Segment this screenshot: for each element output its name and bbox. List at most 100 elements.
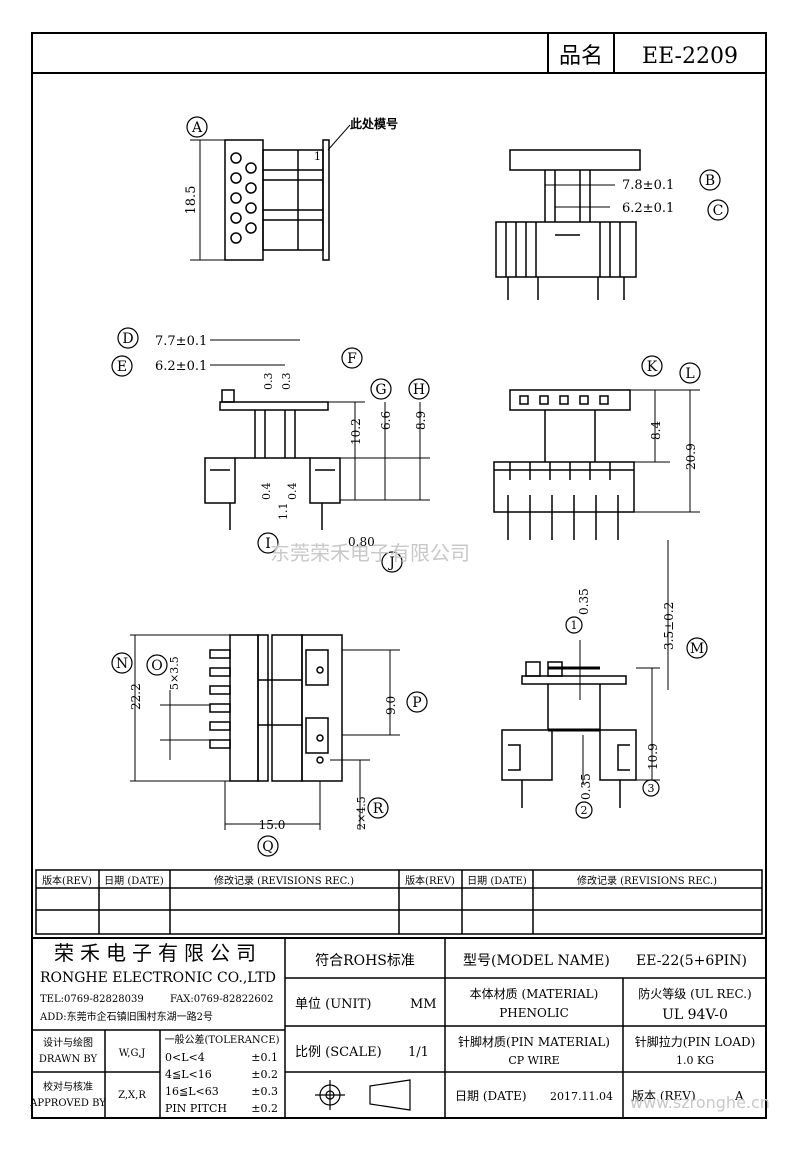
tol-range-4: PIN PITCH bbox=[165, 1102, 227, 1115]
svg-text:K: K bbox=[647, 359, 658, 375]
material-value: PHENOLIC bbox=[499, 1006, 569, 1020]
dim-l: 20.9 bbox=[684, 443, 698, 470]
section-view bbox=[204, 339, 430, 530]
callout-j: J bbox=[381, 551, 403, 573]
circled-num-2: 2 bbox=[575, 801, 593, 819]
svg-text:N: N bbox=[116, 656, 128, 672]
svg-text:Q: Q bbox=[262, 839, 273, 855]
revision-table bbox=[35, 869, 763, 935]
dim-s2: 0.35 bbox=[579, 773, 593, 800]
approver-value: Z,X,R bbox=[118, 1090, 146, 1101]
svg-text:M: M bbox=[690, 641, 704, 657]
dim-b: 7.8±0.1 bbox=[622, 178, 674, 193]
dim-s3: 10.9 bbox=[646, 743, 660, 770]
rec-header-1: 修改记录 (REVISIONS REC.) bbox=[214, 874, 354, 887]
svg-text:E: E bbox=[117, 359, 127, 375]
dim-h1: 6.6 bbox=[379, 411, 393, 430]
website-watermark: www.szronghe.cn bbox=[630, 1093, 770, 1112]
rev-header-2: 版本(REV) bbox=[405, 874, 455, 887]
name-label: 品名 bbox=[559, 44, 603, 69]
callout-g: G bbox=[370, 378, 392, 400]
callout-b: B bbox=[699, 169, 721, 191]
svg-text:J: J bbox=[387, 555, 395, 571]
dim-d: 7.7±0.1 bbox=[155, 334, 207, 349]
title-block bbox=[32, 937, 766, 1118]
company-name-cn: 荣禾电子有限公司 bbox=[54, 941, 262, 965]
tolerance-title: 一般公差(TOLERANCE) bbox=[164, 1033, 279, 1046]
svg-text:D: D bbox=[122, 331, 133, 347]
callout-l: L bbox=[679, 362, 701, 384]
dim-s1: 0.35 bbox=[577, 588, 591, 615]
top-end-view bbox=[495, 149, 641, 300]
dim-i-1: 1.1 bbox=[277, 503, 290, 521]
svg-text:F: F bbox=[347, 351, 357, 367]
dim-a: 18.5 bbox=[184, 186, 199, 215]
top-side-view bbox=[190, 124, 351, 261]
tol-value-2: ±0.2 bbox=[251, 1068, 278, 1081]
svg-text:O: O bbox=[151, 658, 162, 674]
tol-range-2: 4≦L<16 bbox=[165, 1068, 212, 1081]
approver-label-cn: 校对与核准 bbox=[43, 1080, 93, 1093]
date-header-1: 日期 (DATE) bbox=[104, 875, 164, 887]
fire-value: UL 94V-0 bbox=[662, 1007, 728, 1023]
svg-text:A: A bbox=[191, 120, 203, 136]
callout-n: N bbox=[111, 652, 133, 674]
dim-c: 6.2±0.1 bbox=[622, 201, 674, 216]
dim-i-04b: 0.4 bbox=[286, 483, 299, 501]
dim-r: 2×4.5 bbox=[355, 796, 368, 830]
rec-header-2: 修改记录 (REVISIONS REC.) bbox=[577, 874, 717, 887]
rohs-label: 符合ROHS标准 bbox=[315, 953, 415, 969]
callout-f: F bbox=[341, 347, 363, 369]
dim-q: 15.0 bbox=[259, 818, 286, 832]
svg-text:R: R bbox=[373, 801, 384, 817]
model-name-label: 型号(MODEL NAME) bbox=[463, 953, 610, 969]
tol-value-4: ±0.2 bbox=[251, 1102, 278, 1115]
svg-text:1: 1 bbox=[571, 619, 578, 632]
company-name-en: RONGHE ELECTRONIC CO.,LTD bbox=[40, 970, 276, 986]
circled-num-1: 1 bbox=[565, 616, 583, 634]
unit-value: MM bbox=[410, 997, 437, 1012]
company-fax: FAX:0769-82822602 bbox=[170, 994, 274, 1005]
approver-label-en: APPROVED BY bbox=[29, 1098, 106, 1109]
callout-o: O bbox=[146, 654, 168, 676]
tol-range-3: 16≦L<63 bbox=[165, 1085, 219, 1098]
model-number: EE-2209 bbox=[642, 44, 738, 69]
svg-text:3: 3 bbox=[648, 782, 655, 795]
callout-r: R bbox=[367, 797, 389, 819]
model-name-value: EE-22(5+6PIN) bbox=[636, 953, 747, 969]
callout-d: D bbox=[117, 327, 139, 349]
dim-j: 0.80 bbox=[348, 535, 375, 549]
projection-symbol bbox=[315, 1079, 411, 1111]
material-label: 本体材质 (MATERIAL) bbox=[470, 987, 599, 1001]
dim-m: 3.5±0.2 bbox=[662, 602, 676, 650]
dim-n: 22.2 bbox=[129, 683, 143, 710]
dim-i-04a: 0.4 bbox=[260, 483, 273, 501]
outer-frame bbox=[31, 32, 767, 1119]
date-header-2: 日期 (DATE) bbox=[467, 875, 527, 887]
dim-o: 5×3.5 bbox=[168, 656, 181, 690]
pin-material-value: CP WIRE bbox=[508, 1054, 559, 1067]
date-value: 2017.11.04 bbox=[550, 1090, 613, 1103]
scale-label: 比例 (SCALE) bbox=[295, 1045, 382, 1060]
callout-k: K bbox=[641, 355, 663, 377]
svg-text:L: L bbox=[685, 366, 694, 382]
dim-h2: 8.9 bbox=[414, 411, 428, 430]
scale-value: 1/1 bbox=[408, 1045, 429, 1060]
cross-section-view bbox=[501, 640, 660, 808]
front-view bbox=[493, 389, 700, 690]
designer-label-cn: 设计与绘图 bbox=[43, 1036, 93, 1049]
watermark: 东莞荣禾电子有限公司 bbox=[270, 541, 470, 565]
svg-text:I: I bbox=[265, 536, 271, 552]
unit-label: 单位 (UNIT) bbox=[295, 997, 371, 1012]
rev-header-1: 版本(REV) bbox=[42, 874, 92, 887]
designer-label-en: DRAWN BY bbox=[39, 1054, 98, 1065]
tol-value-1: ±0.1 bbox=[251, 1051, 278, 1064]
designer-value: W,G,J bbox=[119, 1048, 146, 1059]
tol-value-3: ±0.3 bbox=[251, 1085, 278, 1098]
callout-a: A bbox=[186, 116, 208, 138]
svg-text:P: P bbox=[412, 695, 421, 711]
svg-text:G: G bbox=[375, 382, 386, 398]
callout-h: H bbox=[408, 378, 430, 400]
tol-range-1: 0<L<4 bbox=[165, 1051, 205, 1064]
